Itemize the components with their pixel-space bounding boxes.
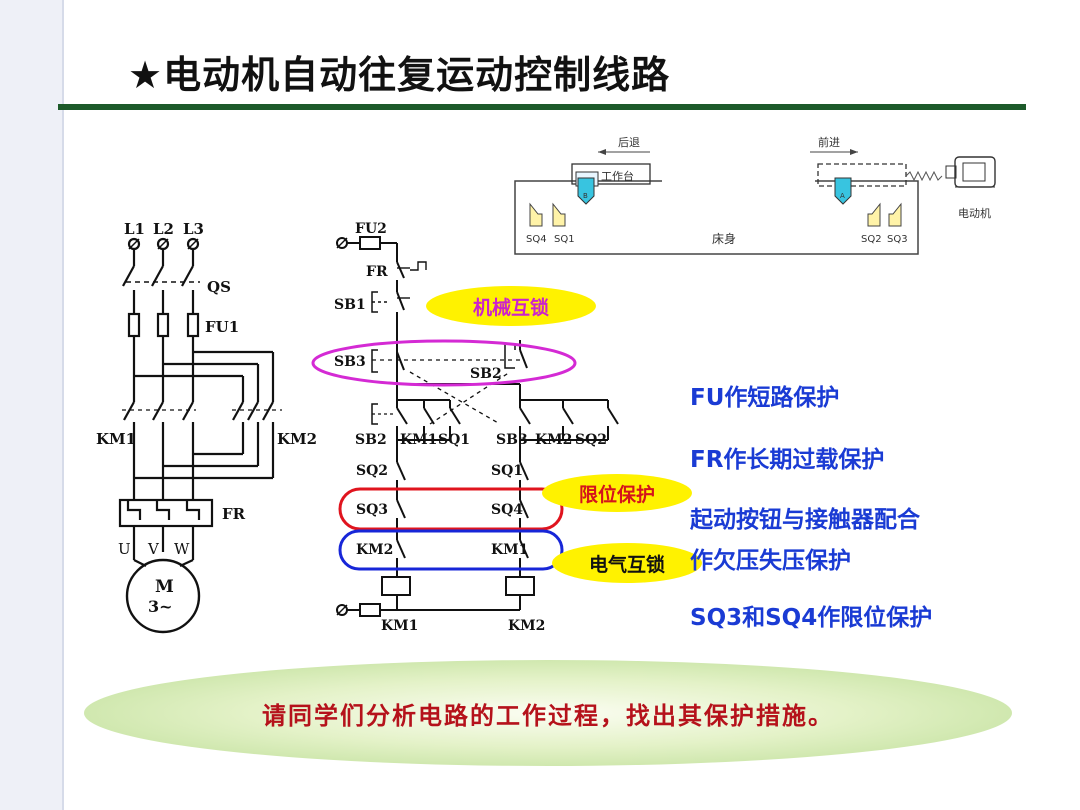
footer-prompt: 请同学们分析电路的工作过程，找出其保护措施。: [84, 660, 1012, 766]
main-circuit: [118, 237, 282, 634]
limit-switch-sq4: [529, 202, 543, 227]
cam-b: [577, 177, 595, 205]
cam-a: [834, 177, 852, 205]
limit-switch-sq1: [552, 202, 566, 227]
sb2-label: SB2: [470, 366, 502, 382]
sq1-label: SQ1: [554, 234, 575, 245]
backward-label: 后退: [618, 136, 640, 149]
footer-text: 请同学们分析电路的工作过程，找出其保护措施。: [262, 701, 834, 730]
worktable: [571, 163, 651, 185]
sq4-label: SQ4: [491, 502, 523, 518]
note-start-button: 起动按钮与接触器配合: [690, 507, 920, 533]
limit-protection-ring: [338, 487, 564, 531]
machine-diagram: [514, 149, 996, 255]
mechanical-interlock-callout: 机械互锁: [426, 286, 596, 326]
fu1-label: FU1: [205, 318, 239, 336]
note-sq-limit: SQ3和SQ4作限位保护: [690, 605, 933, 631]
limit-protection-callout: 限位保护: [542, 474, 692, 512]
note-fr: FR作长期过载保护: [690, 447, 885, 473]
sq2-label: SQ2: [356, 463, 388, 479]
control-circuit: [336, 236, 619, 617]
cam-b-label: B: [583, 192, 588, 200]
limit-switch-sq2: [867, 202, 881, 227]
coil-km1-label: KM1: [381, 618, 418, 634]
w-label: W: [174, 540, 190, 558]
limit-switch-sq3: [888, 202, 902, 227]
row-km1-label: KM1: [400, 432, 437, 448]
motor-icon: [954, 156, 996, 188]
sq3-label: SQ3: [887, 234, 908, 245]
km1-main-label: KM1: [96, 430, 136, 448]
motor-phase-label: 3~: [148, 597, 173, 616]
sq1-label: SQ1: [491, 463, 523, 479]
sb1-label: SB1: [334, 297, 366, 313]
motor-label: 电动机: [958, 206, 991, 220]
sq2-label: SQ2: [861, 234, 882, 245]
bed-label: 床身: [712, 231, 736, 246]
slide-left-band: [0, 0, 62, 810]
motor-m-label: M: [155, 577, 174, 597]
coil-km2-label: KM2: [508, 618, 545, 634]
row-km2-label: KM2: [535, 432, 572, 448]
cam-a-label: A: [840, 192, 845, 200]
note-undervoltage: 作欠压失压保护: [690, 548, 851, 574]
l1-label: L1: [124, 220, 145, 238]
mechanical-interlock-ring: [311, 339, 577, 387]
km2-main-label: KM2: [277, 430, 317, 448]
row-sq1-label: SQ1: [438, 432, 470, 448]
row-sq2-label: SQ2: [575, 432, 607, 448]
sq3-label: SQ3: [356, 502, 388, 518]
row-sb3-label: SB3: [496, 432, 528, 448]
title-rule: [58, 104, 1026, 110]
qs-label: QS: [207, 278, 231, 296]
electrical-interlock-callout: 电气互锁: [552, 543, 702, 583]
row-sb2-label: SB2: [355, 432, 387, 448]
l2-label: L2: [153, 220, 174, 238]
fu2-label: FU2: [355, 221, 387, 237]
worktable-forward: [817, 163, 907, 187]
km1-interlock-label: KM1: [491, 542, 528, 558]
l3-label: L3: [183, 220, 204, 238]
sb3-label: SB3: [334, 354, 366, 370]
v-label: V: [147, 540, 160, 558]
u-label: U: [118, 540, 131, 558]
km2-interlock-label: KM2: [356, 542, 393, 558]
slide-left-divider: [62, 0, 64, 810]
page-title: ★电动机自动往复运动控制线路: [128, 53, 671, 97]
electrical-interlock-ring: [338, 529, 564, 571]
sq4-label: SQ4: [526, 234, 547, 245]
note-fu: FU作短路保护: [690, 385, 840, 411]
worktable-label: 工作台: [601, 169, 634, 183]
fr-main-label: FR: [222, 505, 246, 523]
forward-label: 前进: [818, 135, 840, 149]
fr-control-label: FR: [366, 264, 388, 280]
